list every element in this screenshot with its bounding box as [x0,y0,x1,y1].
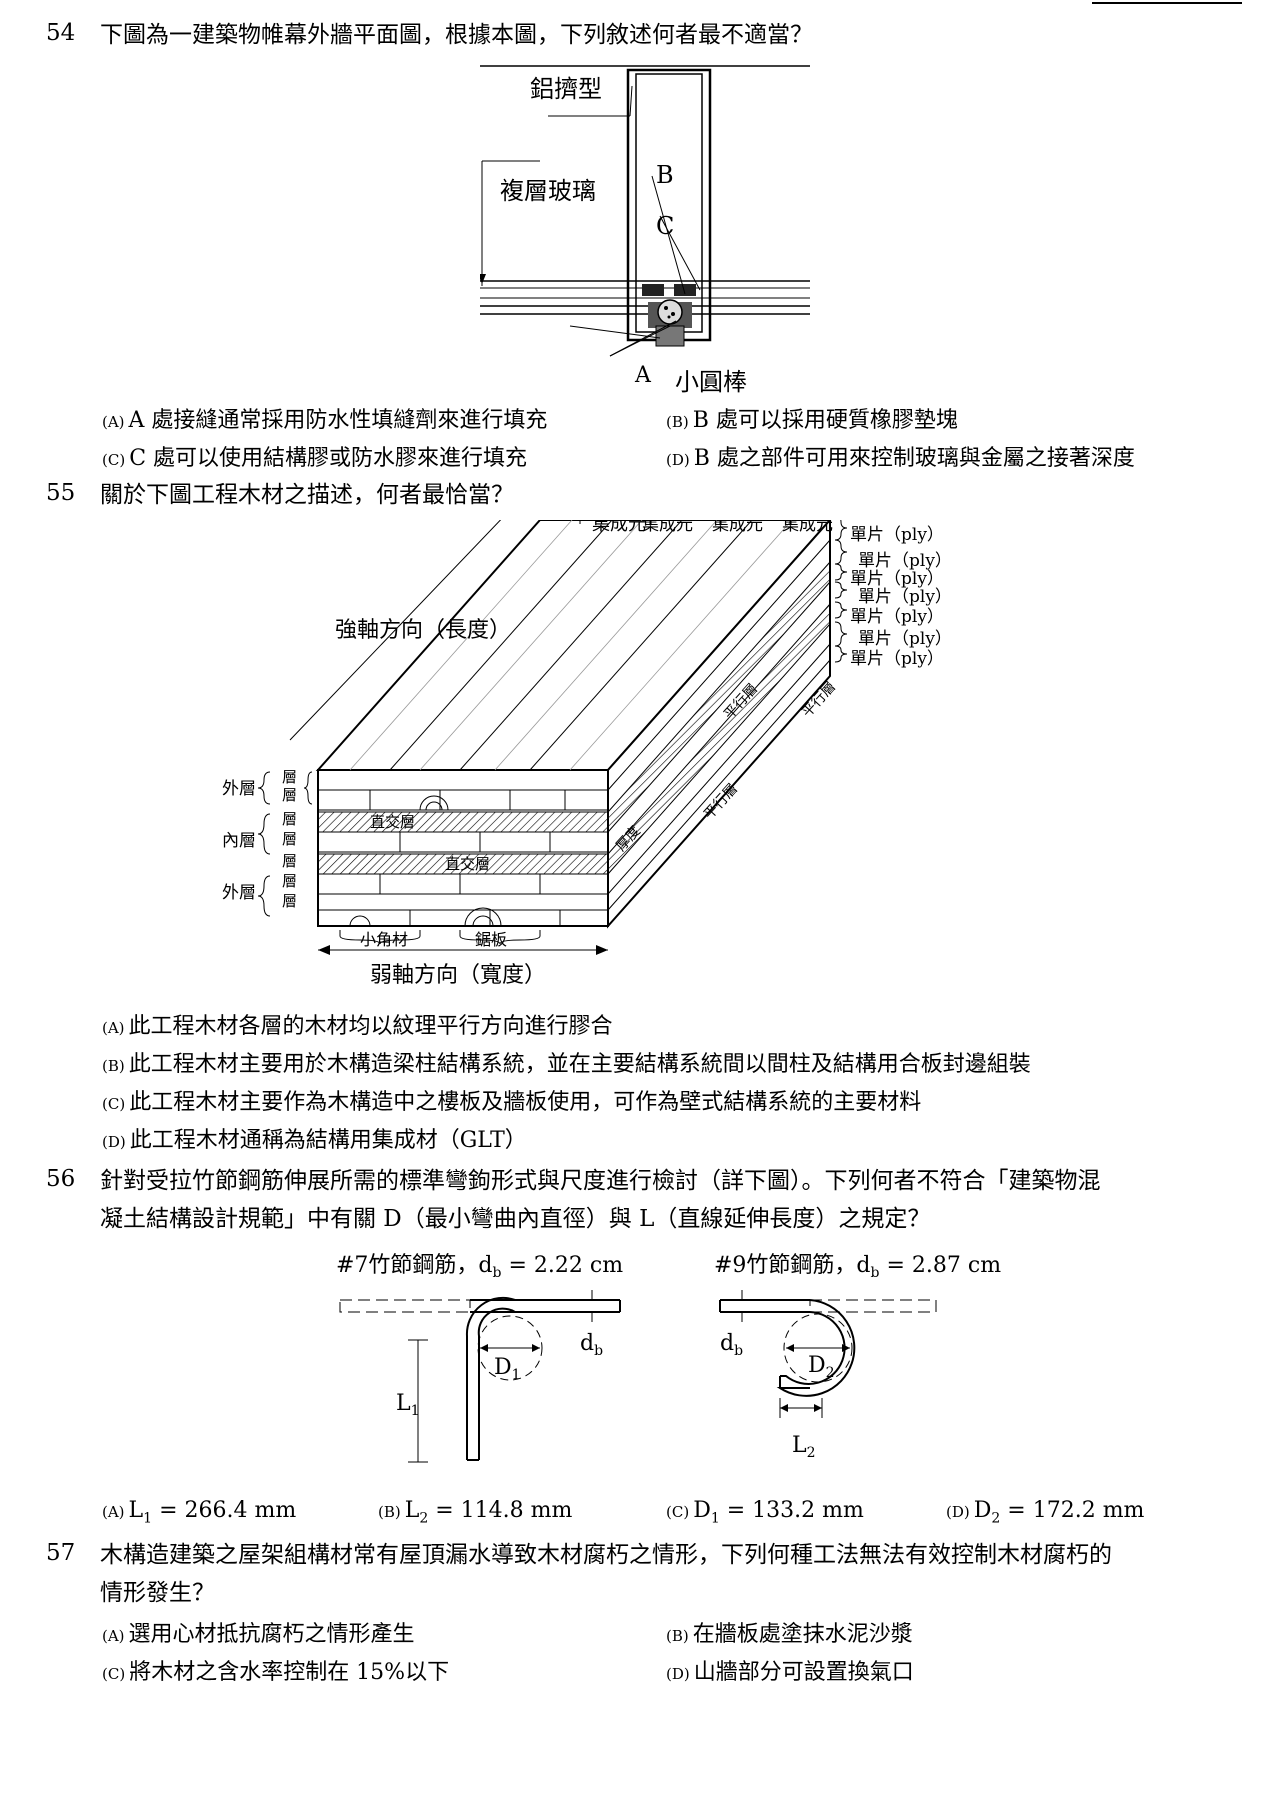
q57-option-a[interactable]: (A)選用心材抵抗腐朽之情形產生 [102,1622,415,1647]
lamina-label: 集成元 [642,520,693,535]
label-small-rod: 小圓棒 [675,368,747,396]
layer-label: 層 [282,852,297,870]
q56-option-a[interactable]: (A)L1 = 266.4 mm [102,1498,297,1527]
lamina-label: 集成元 [592,520,646,535]
ply-label: 單片（ply） [850,569,944,589]
question-text: 下圖為一建築物帷幕外牆平面圖，根據本圖，下列敘述何者最不適當？ [100,22,813,48]
q54-option-c[interactable]: (C)C 處可以使用結構膠或防水膠來進行填充 [102,446,528,471]
l1-label: L [396,1391,411,1416]
layer-label: 層 [282,810,297,828]
q54-option-d[interactable]: (D)B 處之部件可用來控制玻璃與金屬之接著深度 [666,446,1135,471]
layer-label: 層 [282,830,297,848]
clt-panel-figure: 集成元 集成元 集成元 集成元 單片（ply） 單片（ply） 單片（ply） … [222,520,952,988]
cross-layer-label: 直交層 [370,813,415,831]
q55-option-b[interactable]: (B)此工程木材主要用於木構造梁柱結構系統，並在主要結構系統間以間柱及結構用合板… [102,1052,1031,1077]
ply-label: 單片（ply） [858,587,952,607]
layer-label: 層 [282,768,297,786]
question-number: 56 [46,1166,76,1192]
question-number: 54 [46,20,76,46]
db-label: d [580,1331,594,1356]
question-text: 木構造建築之屋架組構材常有屋頂漏水導致木材腐朽之情形，下列何種工法無法有效控制木… [100,1542,1112,1606]
db-label: d [720,1331,734,1356]
outer-layer-label: 外層 [222,779,256,799]
q54-option-a[interactable]: (A)A 處接縫通常採用防水性填縫劑來進行填充 [102,408,548,433]
lamina-label: 集成元 [712,520,763,535]
rebar-hook-figure: #7竹節鋼筋，db = 2.22 cm D1 db L1 #9竹節鋼筋，db =… [336,1253,1001,1463]
svg-text:D1: D1 [494,1355,521,1383]
header-rule [1092,2,1242,4]
sawn-board-label: 鋸板 [475,930,507,949]
ply-label: 單片（ply） [850,525,944,545]
lamina-label: 集成元 [782,520,833,535]
label-aluminum-extrusion: 鋁擠型 [530,75,602,103]
question-text: 關於下圖工程木材之描述，何者最恰當？ [100,482,514,508]
svg-text:db: db [580,1331,603,1359]
q56-option-d[interactable]: (D)D2 = 172.2 mm [946,1498,1145,1527]
layer-label: 層 [282,786,297,804]
q55-option-a[interactable]: (A)此工程木材各層的木材均以紋理平行方向進行膠合 [102,1014,613,1039]
q55-option-d[interactable]: (D)此工程木材通稱為結構用集成材（GLT） [102,1128,527,1153]
svg-text:D2: D2 [808,1353,835,1381]
outer-layer-label: 外層 [222,883,256,903]
small-timber-label: 小角材 [360,930,408,949]
layer-label: 層 [282,892,297,910]
ply-label: 單片（ply） [858,629,952,649]
label-b: B [656,161,674,189]
cross-layer-label: 直交層 [445,855,490,873]
label-c: C [656,212,674,240]
layer-label: 層 [282,872,297,890]
question-number: 55 [46,480,76,506]
q57-option-d[interactable]: (D)山牆部分可設置換氣口 [666,1660,914,1685]
svg-text:#7竹節鋼筋，db = 2.22 cm: #7竹節鋼筋，db = 2.22 cm [336,1253,623,1281]
ply-label: 單片（ply） [858,551,952,571]
q55-option-c[interactable]: (C)此工程木材主要作為木構造中之樓板及牆板使用，可作為壁式結構系統的主要材料 [102,1090,922,1115]
l2-label: L [792,1433,807,1458]
d1-label: D [494,1355,512,1380]
question-text: 針對受拉竹節鋼筋伸展所需的標準彎鉤形式與尺度進行檢討（詳下圖）。下列何者不符合「… [100,1168,1101,1232]
svg-text:L1: L1 [396,1391,420,1419]
q57-option-b[interactable]: (B)在牆板處塗抹水泥沙漿 [666,1622,913,1647]
label-a: A [634,363,652,388]
d2-label: D [808,1353,826,1378]
ply-label: 單片（ply） [850,607,944,627]
label-double-glazing: 複層玻璃 [500,177,596,205]
right-bar-title: #9竹節鋼筋，d [714,1253,871,1278]
question-number: 57 [46,1540,76,1566]
svg-text:L2: L2 [792,1433,816,1461]
q54-option-b[interactable]: (B)B 處可以採用硬質橡膠墊塊 [666,408,958,433]
q57-option-c[interactable]: (C)將木材之含水率控制在 15%以下 [102,1660,450,1685]
q56-option-b[interactable]: (B)L2 = 114.8 mm [378,1498,573,1527]
ply-label: 單片（ply） [850,649,944,669]
left-bar-title: #7竹節鋼筋，d [336,1253,493,1278]
curtain-wall-plan-figure: 鋁擠型 複層玻璃 B C A 小圓棒 [480,65,810,396]
strong-axis-label: 強軸方向（長度） [335,618,511,643]
weak-axis-label: 弱軸方向（寬度） [370,963,546,988]
inner-layer-label: 內層 [222,831,256,851]
svg-text:#9竹節鋼筋，db = 2.87 cm: #9竹節鋼筋，db = 2.87 cm [714,1253,1001,1281]
q56-option-c[interactable]: (C)D1 = 133.2 mm [666,1498,864,1527]
svg-text:db: db [720,1331,743,1359]
